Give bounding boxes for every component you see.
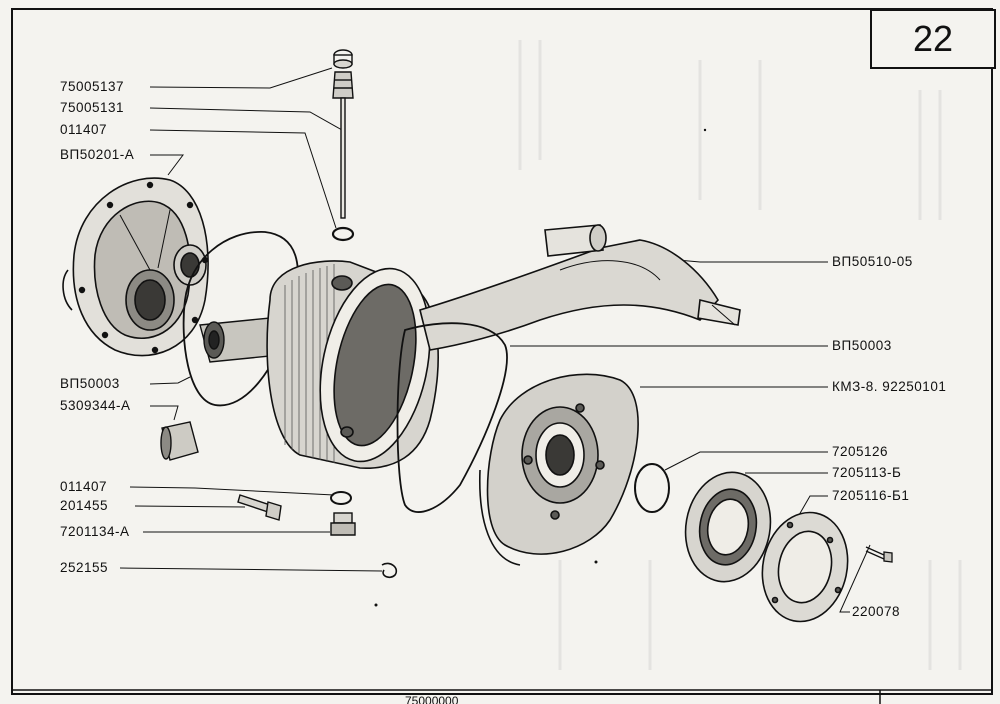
part-label: 252155 <box>60 560 109 575</box>
screw-220078 <box>865 546 893 563</box>
page-number-box: 22 <box>870 9 996 69</box>
part-label: 7201134-А <box>60 524 130 539</box>
small-parts <box>160 421 398 578</box>
seal-cover <box>761 511 849 623</box>
print-specks <box>374 128 707 607</box>
part-label: ВП50201-А <box>60 147 135 162</box>
part-label: 7205116-Б1 <box>832 488 910 503</box>
dipstick-assembly <box>331 49 355 242</box>
part-label: КМЗ-8. 92250101 <box>832 379 947 394</box>
part-label: ВП50003 <box>60 376 120 391</box>
rear-bearing-cover <box>478 373 639 566</box>
part-label: 011407 <box>60 122 108 137</box>
part-label: ВП50003 <box>832 338 892 353</box>
o-ring <box>634 463 670 513</box>
axle-tube <box>419 224 741 351</box>
part-label: 75005131 <box>60 100 125 115</box>
leader-lines <box>119 67 871 613</box>
part-label: 75005137 <box>60 79 125 94</box>
bottom-code: 75000000 <box>405 696 459 704</box>
input-shaft-bushing <box>199 317 281 363</box>
part-label: 7205113-Б <box>832 465 902 480</box>
main-housing <box>266 260 439 469</box>
part-label: 011407 <box>60 479 108 494</box>
bleed-through-text <box>518 40 962 670</box>
part-label: 201455 <box>60 498 109 513</box>
part-label: 220078 <box>852 604 901 619</box>
front-cover <box>62 177 209 357</box>
gasket-right <box>396 322 508 513</box>
part-label: 7205126 <box>832 444 889 459</box>
part-label: 5309344-А <box>60 398 131 413</box>
part-label: ВП50510-05 <box>832 254 913 269</box>
flange-ring <box>684 471 772 583</box>
